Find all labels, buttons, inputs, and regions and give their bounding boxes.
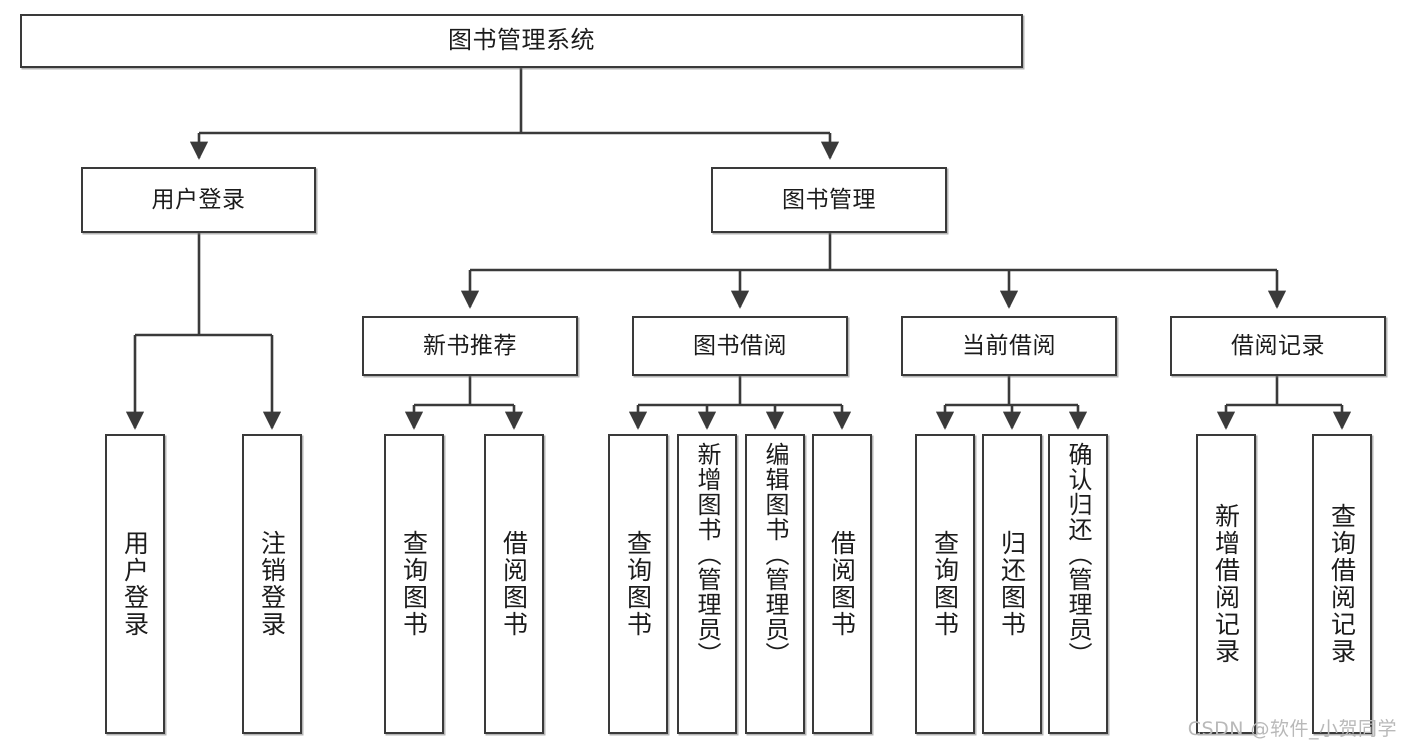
node-new-book-recommend[interactable]: 新书推荐 [362,316,578,376]
node-label: 归还图书 [997,530,1027,638]
node-label: 编辑图书（管理员） [761,442,789,667]
node-label: 查询图书 [623,530,653,638]
node-label: 借阅图书 [499,530,529,638]
leaf-confirm-return-admin[interactable]: 确认归还（管理员） [1048,434,1108,734]
leaf-query-borrow-record[interactable]: 查询借阅记录 [1312,434,1372,734]
leaf-add-borrow-record[interactable]: 新增借阅记录 [1196,434,1256,734]
leaf-borrow-book-recommend[interactable]: 借阅图书 [484,434,544,734]
node-label: 新增借阅记录 [1211,503,1241,665]
node-label: 借阅图书 [827,530,857,638]
node-user-login[interactable]: 用户登录 [81,167,316,233]
leaf-edit-book-admin[interactable]: 编辑图书（管理员） [745,434,805,734]
node-label: 新增图书（管理员） [693,442,721,667]
node-label: 查询图书 [399,530,429,638]
leaf-add-book-admin[interactable]: 新增图书（管理员） [677,434,737,734]
node-label: 图书借阅 [693,332,787,359]
node-label: 新书推荐 [423,332,517,359]
node-label: 图书管理 [782,186,876,213]
leaf-query-book-recommend[interactable]: 查询图书 [384,434,444,734]
node-label: 用户登录 [151,186,246,213]
node-current-borrow[interactable]: 当前借阅 [901,316,1117,376]
node-book-management[interactable]: 图书管理 [711,167,947,233]
node-book-borrow[interactable]: 图书借阅 [632,316,848,376]
node-label: 用户登录 [120,530,150,638]
leaf-query-book-borrow[interactable]: 查询图书 [608,434,668,734]
leaf-logout[interactable]: 注销登录 [242,434,302,734]
node-borrow-records[interactable]: 借阅记录 [1170,316,1386,376]
node-label: 借阅记录 [1231,332,1325,359]
csdn-watermark: CSDN @软件_小贺同学 [1187,718,1397,740]
node-root-system[interactable]: 图书管理系统 [20,14,1023,68]
node-label: 注销登录 [257,530,287,638]
leaf-return-book[interactable]: 归还图书 [982,434,1042,734]
node-label: 当前借阅 [962,332,1056,359]
node-label: 查询借阅记录 [1327,503,1357,665]
node-label: 查询图书 [930,530,960,638]
leaf-borrow-book[interactable]: 借阅图书 [812,434,872,734]
leaf-user-login[interactable]: 用户登录 [105,434,165,734]
node-label: 确认归还（管理员） [1064,442,1092,667]
leaf-query-book-current[interactable]: 查询图书 [915,434,975,734]
node-label: 图书管理系统 [448,26,595,55]
